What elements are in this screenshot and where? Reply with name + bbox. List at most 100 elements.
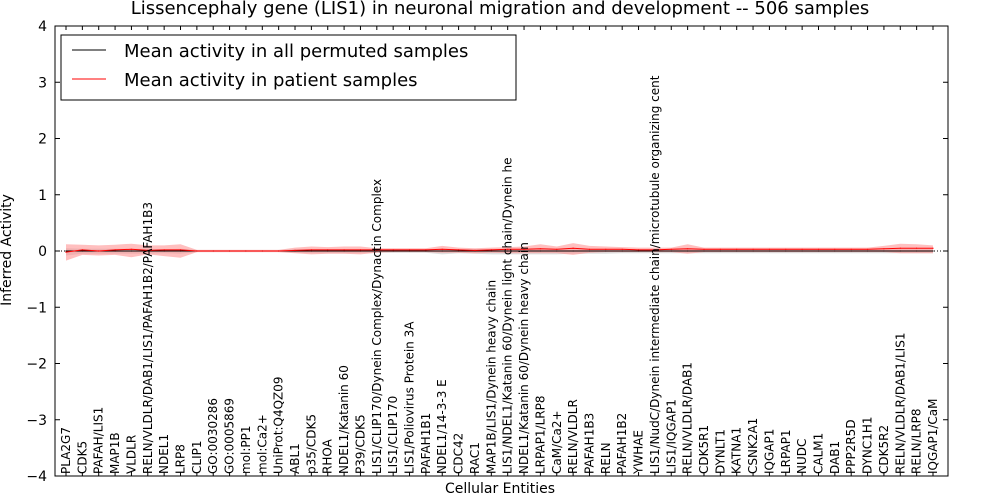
category-label: PAFAH1B3	[583, 413, 597, 474]
category-label: RELN	[599, 442, 613, 474]
category-label: NDEL1/Katanin 60	[337, 365, 351, 474]
point-series-1-22	[425, 249, 427, 251]
point-series-0-44	[785, 250, 787, 252]
point-series-1-36	[654, 249, 656, 251]
point-series-1-48	[850, 248, 852, 250]
point-series-0-43	[768, 250, 771, 252]
point-series-1-23	[441, 248, 443, 250]
point-series-1-19	[376, 249, 378, 251]
category-label: KATNA1	[730, 427, 744, 474]
category-label: CaM/Ca2+	[550, 410, 564, 474]
point-series-0-1	[81, 250, 83, 252]
category-label: P39/CDK5	[354, 414, 368, 474]
point-series-1-27	[507, 248, 509, 250]
point-series-0-47	[834, 250, 836, 252]
category-label: VLDLR	[124, 435, 138, 474]
point-series-0-20	[392, 250, 394, 252]
point-series-1-39	[703, 248, 705, 250]
point-series-1-41	[736, 248, 738, 250]
point-series-1-29	[539, 248, 542, 250]
category-label: CDC42	[452, 433, 466, 474]
point-series-1-49	[867, 248, 869, 250]
point-series-0-35	[637, 250, 640, 252]
category-label: CALM1	[812, 433, 826, 474]
point-series-1-7	[179, 249, 182, 251]
category-label: PAFAH1B1	[419, 413, 433, 474]
category-label: CDK5R1	[697, 425, 711, 474]
series-lines	[55, 247, 948, 253]
category-label: LIS1/CLIP170	[386, 396, 400, 474]
point-series-1-26	[490, 249, 492, 251]
point-series-0-15	[310, 250, 312, 252]
category-label: mol:Ca2+	[255, 414, 269, 474]
category-label: MAP1B/LIS1/Dynein heavy chain	[484, 280, 498, 474]
point-series-0-50	[883, 250, 885, 252]
category-label: CLIP1	[190, 441, 204, 474]
point-series-0-30	[556, 250, 558, 252]
category-label: LIS1/NDEL1/Katanin 60/Dynein light chain…	[501, 157, 515, 474]
category-label: NDEL1	[157, 434, 171, 474]
point-series-0-18	[359, 250, 362, 252]
point-series-1-18	[359, 249, 362, 251]
point-series-1-42	[752, 248, 754, 250]
category-label: LIS1/Poliovirus Protein 3A	[403, 321, 417, 474]
category-label: DAB1	[828, 441, 842, 474]
point-series-1-4	[130, 248, 132, 250]
point-series-1-14	[294, 249, 296, 251]
point-series-0-24	[458, 250, 460, 252]
y-axis-title: Inferred Activity	[0, 194, 15, 306]
point-series-1-38	[687, 248, 689, 250]
point-series-0-45	[801, 250, 803, 252]
point-series-0-31	[572, 250, 574, 252]
point-series-1-32	[588, 248, 591, 250]
point-series-1-11	[245, 250, 247, 252]
category-label: LIS1/IQGAP1	[664, 399, 678, 474]
point-series-1-24	[458, 249, 460, 251]
point-series-1-40	[719, 248, 721, 250]
category-label: p35/CDK5	[304, 414, 318, 474]
point-series-0-23	[441, 250, 443, 252]
category-label: RELN/LRP8	[910, 408, 924, 474]
point-series-0-4	[130, 250, 132, 252]
point-series-1-17	[343, 249, 345, 251]
point-series-1-8	[196, 250, 198, 252]
category-label: CSNK2A1	[746, 418, 760, 474]
point-series-1-25	[474, 249, 476, 251]
x-axis-title: Cellular Entities	[445, 481, 555, 497]
point-series-1-44	[785, 248, 787, 250]
point-series-1-21	[408, 249, 411, 251]
point-series-1-45	[801, 248, 803, 250]
category-label: RELN/VLDLR/DAB1	[681, 362, 695, 474]
point-series-1-51	[899, 247, 901, 249]
point-series-1-1	[81, 249, 83, 251]
point-series-0-22	[425, 250, 427, 252]
point-series-1-37	[670, 248, 672, 250]
category-label: IQGAP1/CaM	[926, 399, 940, 475]
point-series-1-16	[327, 249, 329, 251]
category-label: DYNLT1	[713, 429, 727, 474]
category-label: MAP1B	[108, 432, 122, 474]
y-tick-label: 2	[38, 132, 47, 148]
y-tick-label: −1	[26, 300, 47, 316]
point-series-0-7	[179, 250, 182, 252]
category-label: RHOA	[321, 438, 335, 474]
point-series-0-37	[670, 250, 672, 252]
category-label: RELN/VLDLR/DAB1/LIS1/PAFAH1B2/PAFAH1B3	[141, 202, 155, 474]
point-series-0-26	[490, 250, 492, 252]
point-series-1-43	[768, 248, 771, 250]
point-series-0-48	[850, 250, 852, 252]
y-tick-label: 1	[38, 188, 47, 204]
category-label: LIS1/CLIP170/Dynein Complex/Dynactin Com…	[370, 179, 384, 474]
point-series-0-21	[408, 250, 411, 252]
y-tick-label: 0	[38, 244, 47, 260]
point-series-1-33	[605, 248, 607, 250]
point-series-1-9	[212, 250, 214, 252]
point-series-1-20	[392, 249, 394, 251]
y-tick-label: −2	[26, 357, 47, 373]
point-series-0-49	[867, 250, 869, 252]
point-series-0-6	[163, 250, 165, 252]
y-tick-label: 4	[38, 19, 47, 35]
point-series-1-13	[278, 250, 280, 252]
